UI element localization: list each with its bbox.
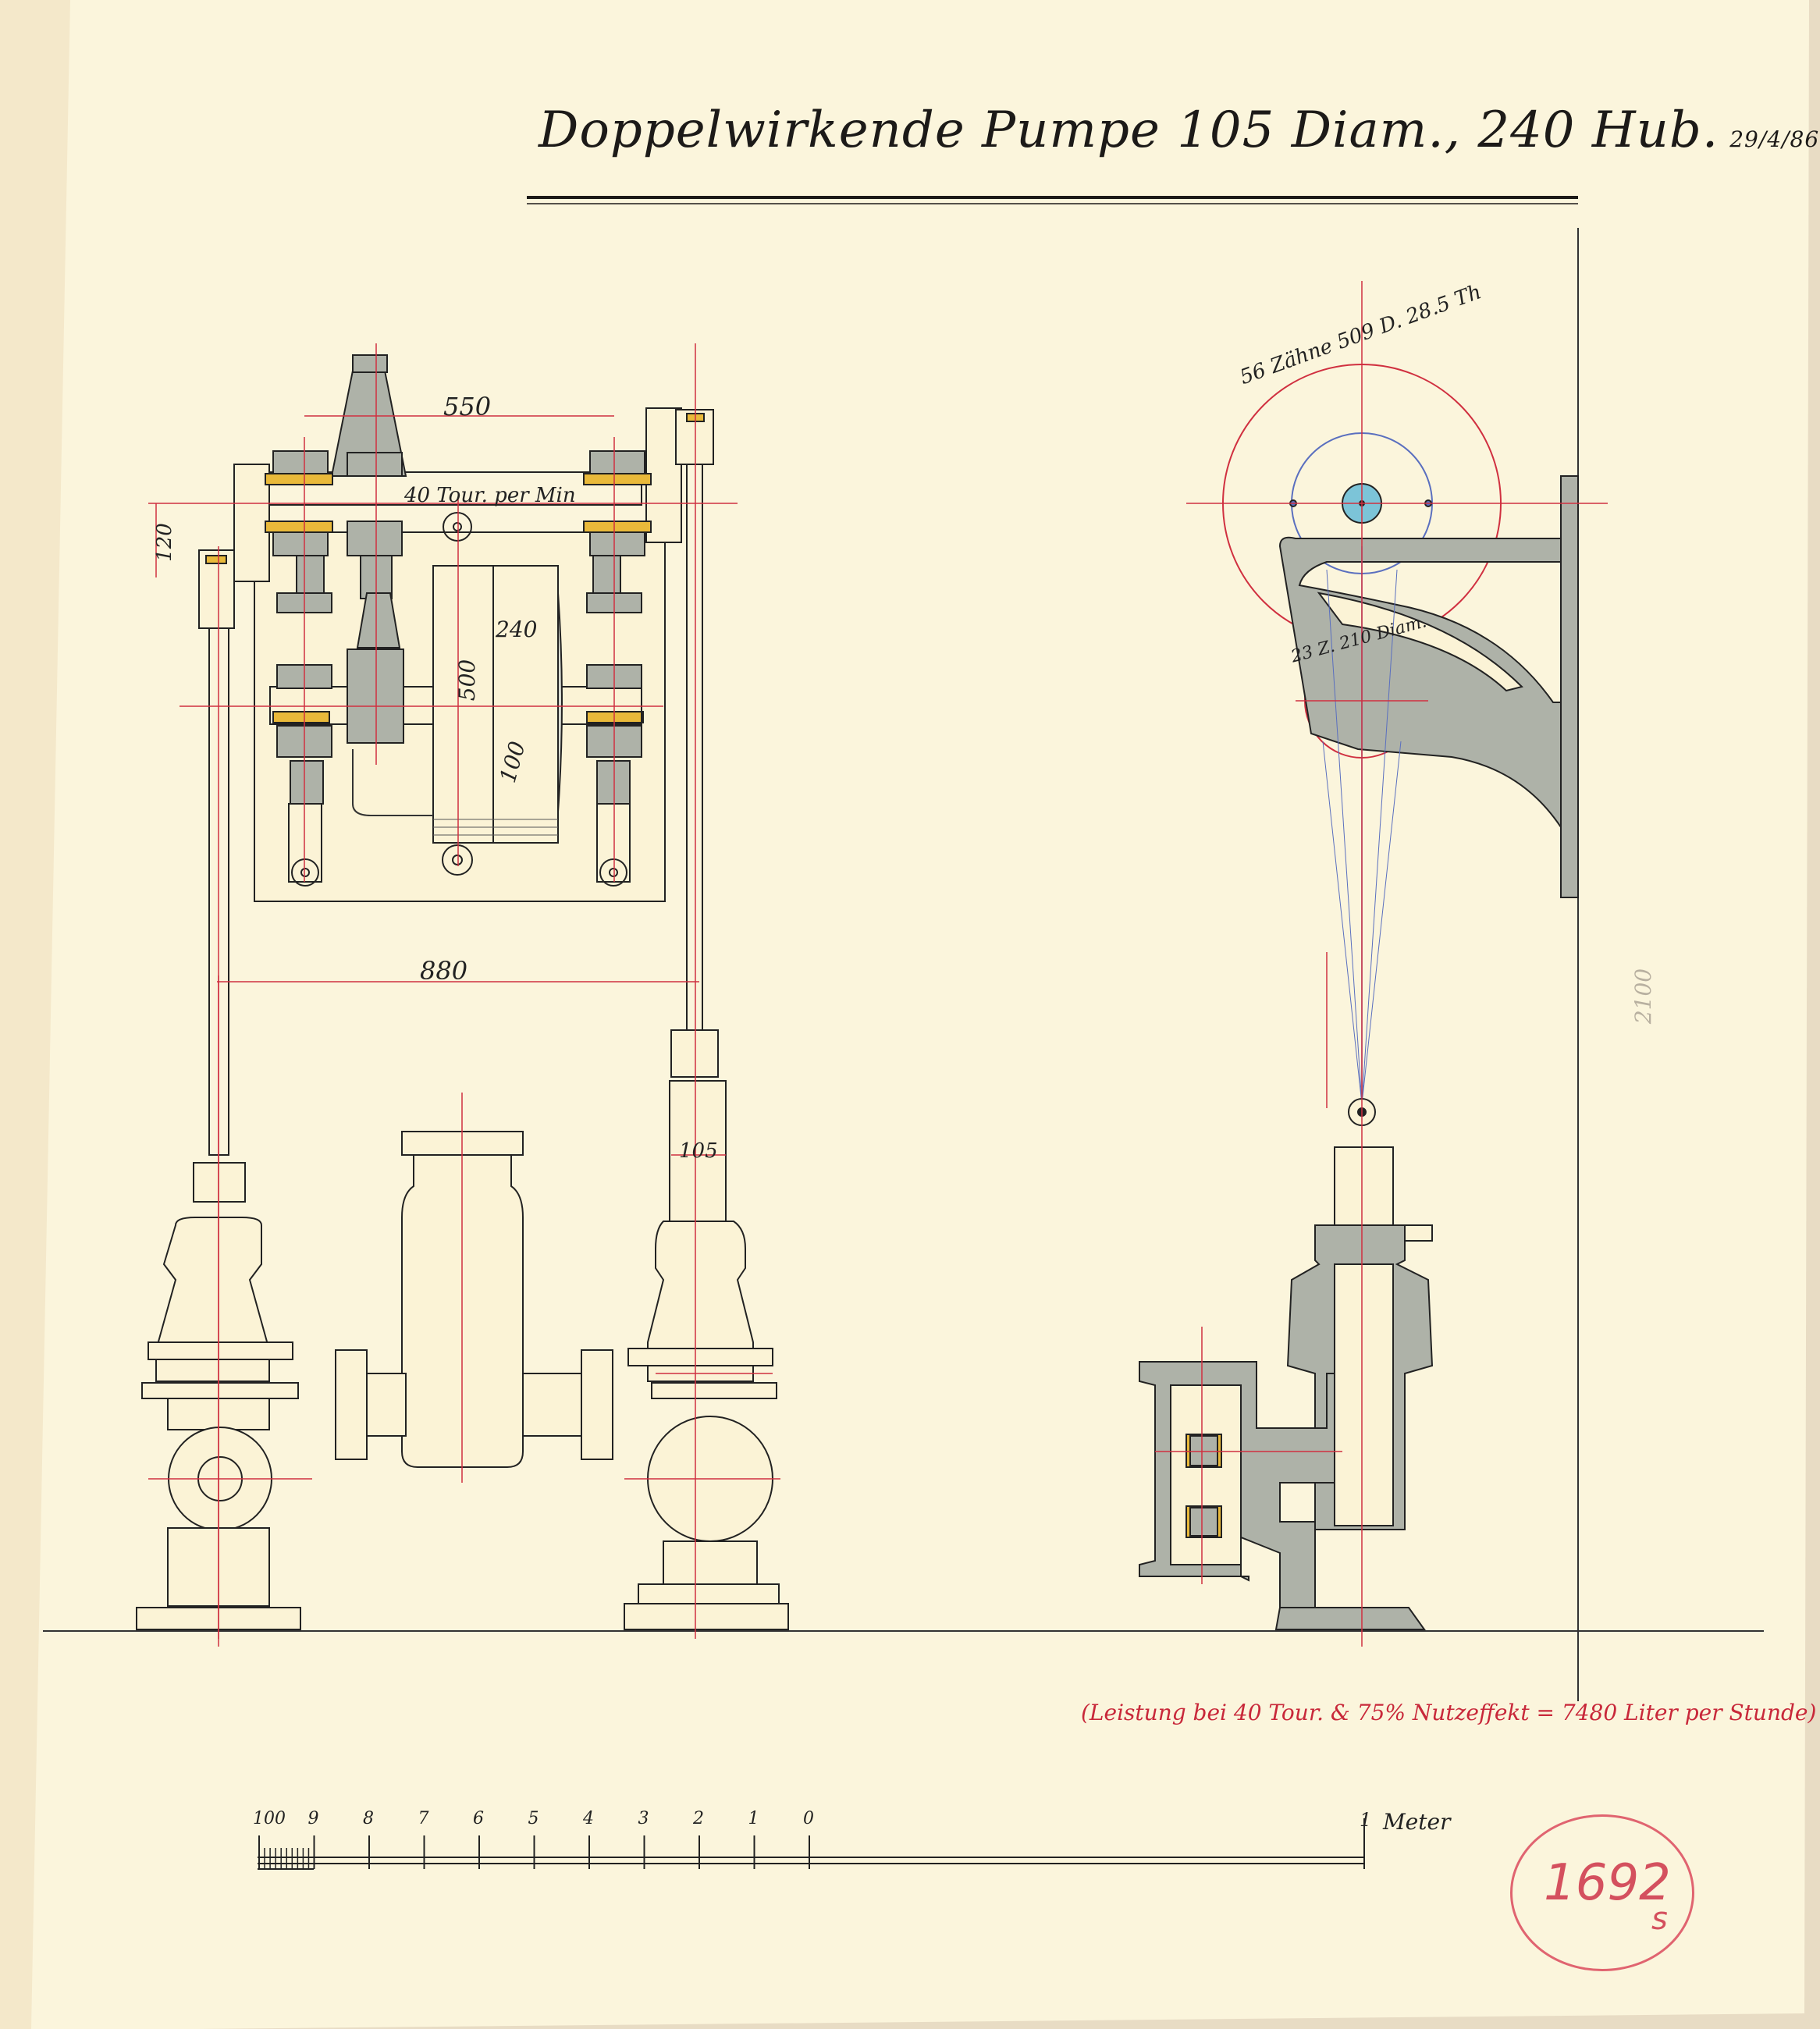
scale-label: 2 [693, 1809, 704, 1828]
paper-stain [0, 0, 70, 2029]
stamp-suffix: s [1651, 1901, 1668, 1937]
archive-stamp: 1692 s [1510, 1814, 1694, 1971]
dim-120: 120 [152, 523, 176, 562]
scale-label: 6 [473, 1809, 484, 1828]
scale-unit: Meter [1383, 1809, 1451, 1835]
dim-550: 550 [443, 392, 492, 421]
drawing-title: Doppelwirkende Pumpe 105 Diam., 240 Hub.… [539, 101, 1819, 159]
drum [432, 565, 559, 844]
scale-bar [258, 1818, 1365, 1870]
scale-end-label: 1 [1360, 1809, 1372, 1831]
right-pump-barrel [669, 1080, 727, 1222]
scale-label: 7 [418, 1809, 429, 1828]
scale-label: 3 [638, 1809, 649, 1828]
scale-label: 8 [363, 1809, 374, 1828]
front-view [136, 354, 789, 1630]
side-centrelines [1155, 281, 1608, 1647]
scale-label: 4 [583, 1809, 594, 1828]
scale-label: 9 [307, 1809, 319, 1828]
dim-105: 105 [679, 1139, 718, 1163]
title-text: Doppelwirkende Pumpe 105 Diam., 240 Hub. [539, 101, 1719, 159]
wall-bracket [1560, 475, 1579, 898]
left-pump-body [155, 1217, 270, 1382]
stamp-number: 1692 [1544, 1854, 1671, 1912]
front-centrelines [148, 343, 780, 1647]
title-date: 29/4/86 [1729, 126, 1820, 152]
drum-stroke: 240 [496, 617, 538, 642]
scale-label: 100 [253, 1809, 286, 1828]
drum-diameter: 500 [454, 659, 481, 702]
height-mark: 2100 [1630, 968, 1657, 1025]
performance-note: (Leistung bei 40 Tour. & 75% Nutzeffekt … [1081, 1700, 1817, 1725]
dim-880: 880 [420, 956, 468, 986]
speed-note: 40 Tour. per Min [404, 484, 576, 507]
scale-label: 0 [803, 1809, 814, 1828]
scale-label: 5 [528, 1809, 539, 1828]
scale-label: 1 [748, 1809, 759, 1828]
